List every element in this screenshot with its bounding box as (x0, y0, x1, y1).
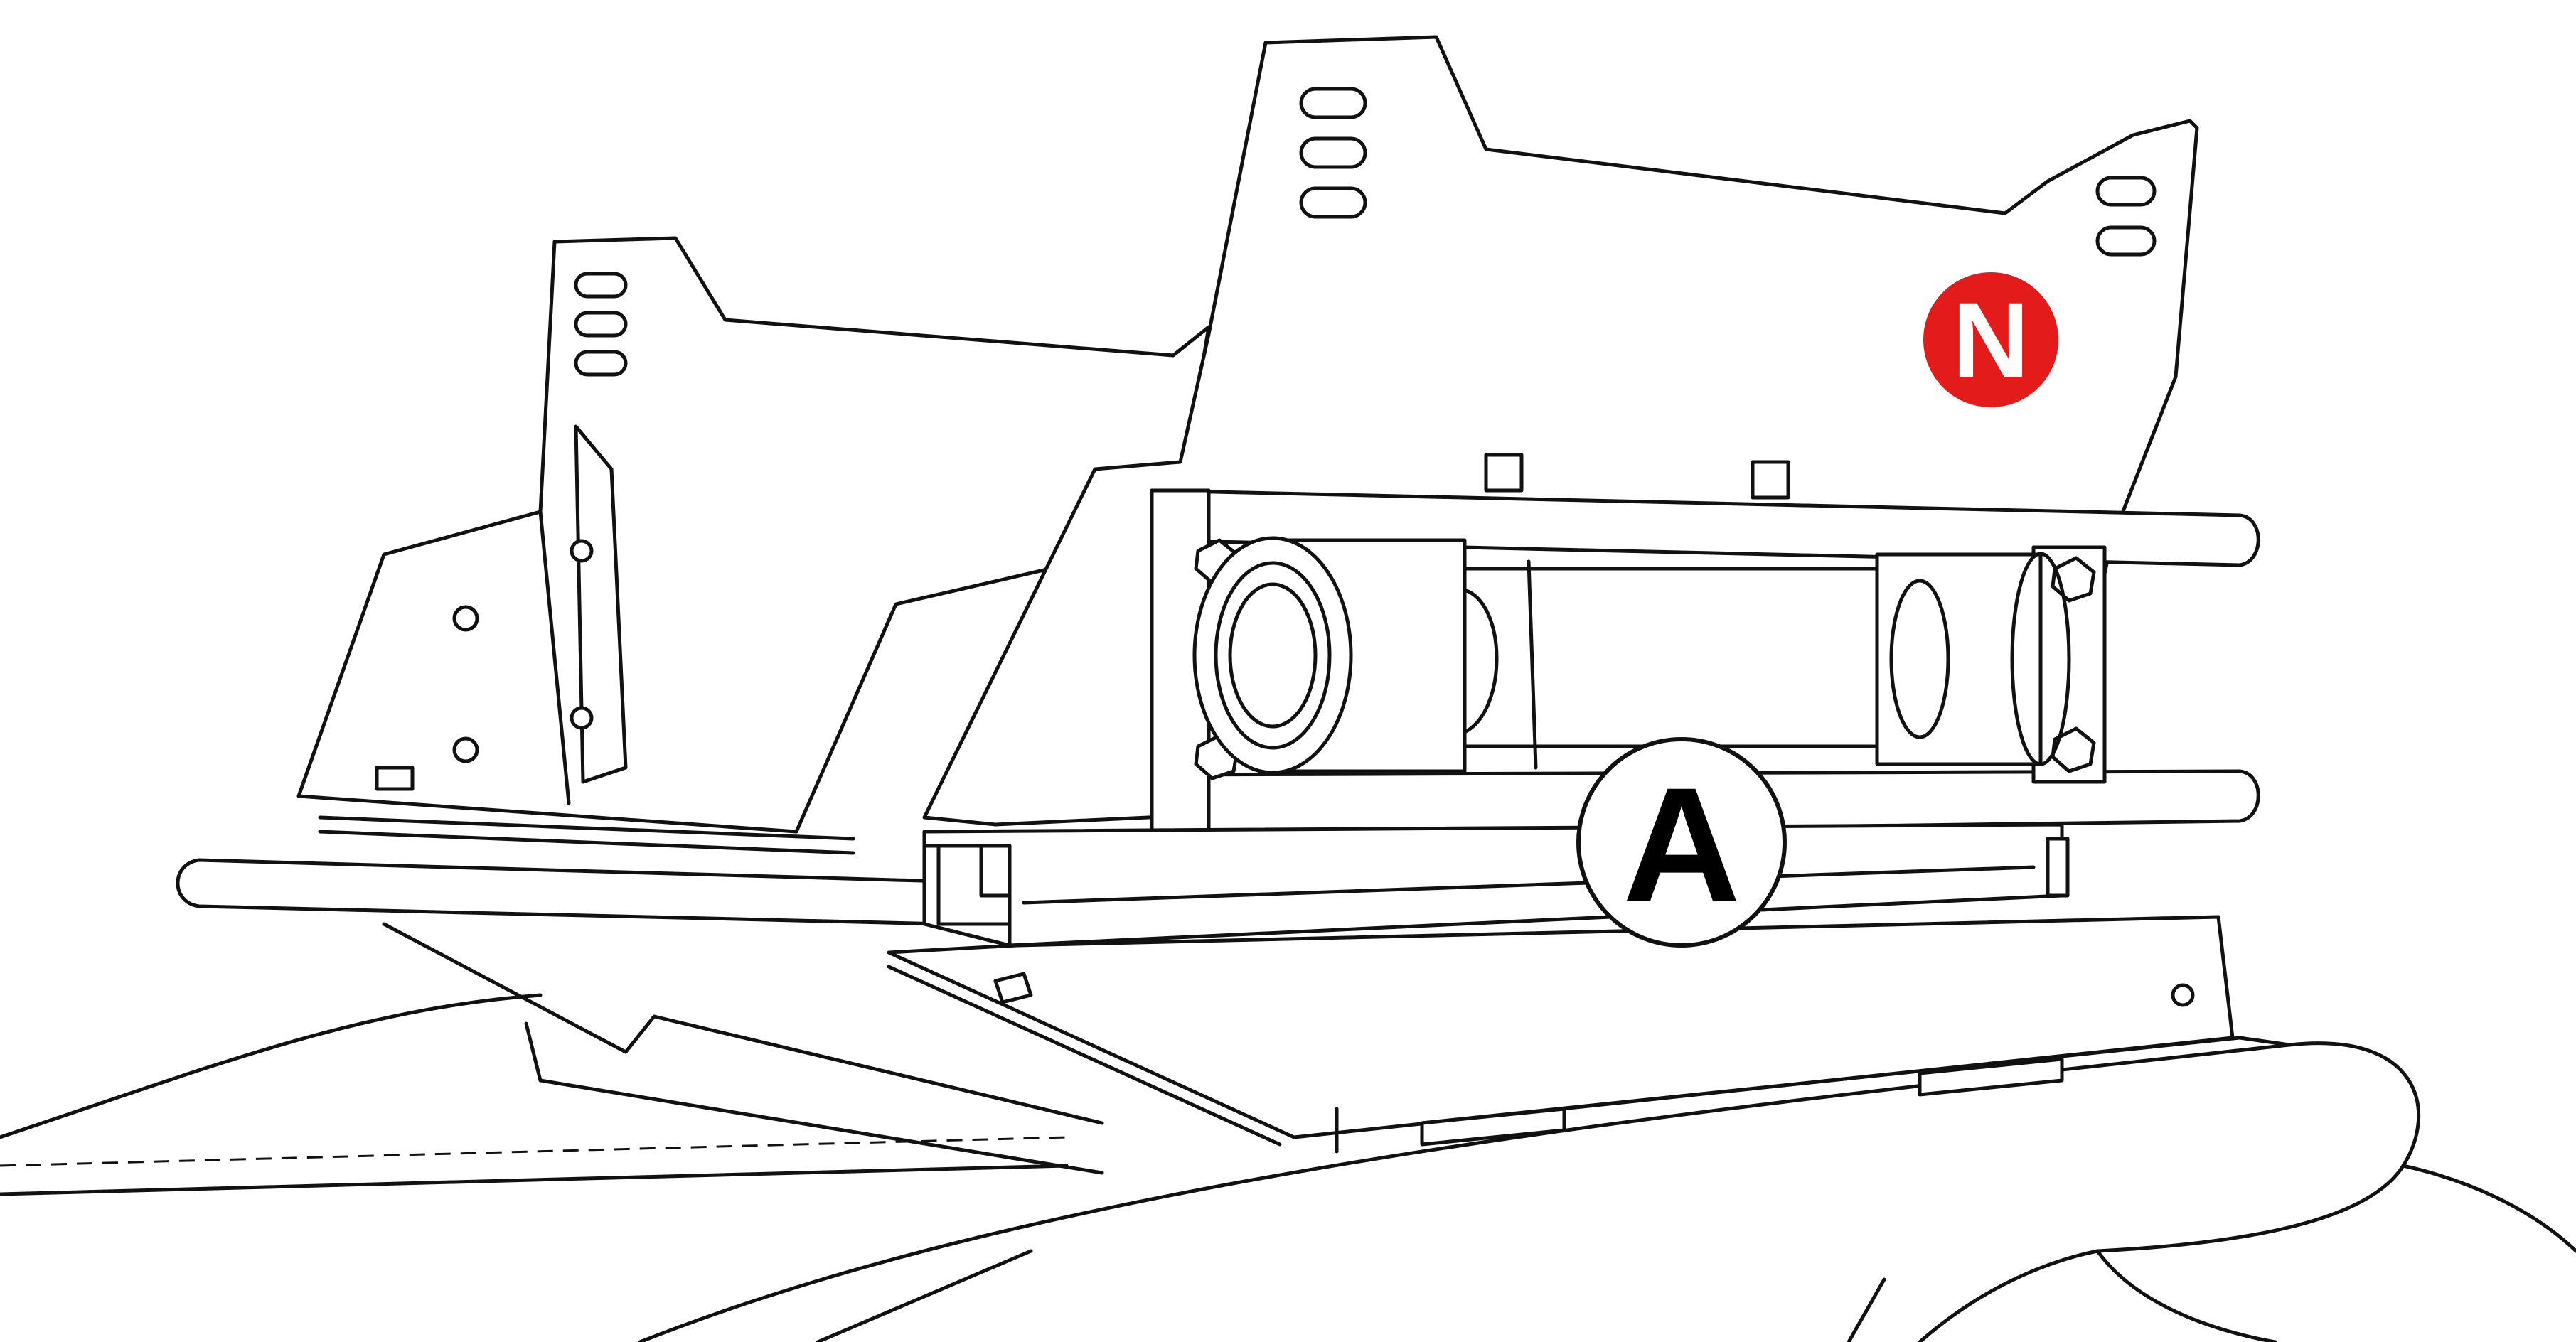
bearing-cylinder (1192, 536, 2071, 834)
upper-bolt-left (1484, 453, 1524, 493)
rail-end-stop (2046, 837, 2070, 898)
left-seat-bracket (296, 236, 1211, 834)
upper-bolt-right (1751, 460, 1790, 500)
left-plate-bolt-bottom (570, 706, 594, 730)
brand-logo-letter: N (1952, 280, 2029, 399)
brand-logo-icon: N (1923, 272, 2058, 407)
front-bracket-slot-5 (2095, 225, 2157, 257)
callout-a: A (1576, 737, 1787, 948)
left-bracket-slot-1 (574, 272, 628, 299)
front-bracket-slot-2 (1299, 136, 1367, 169)
left-bracket-slot-3 (574, 350, 628, 377)
left-bracket-slot-2 (574, 311, 628, 338)
callout-label: A (1623, 753, 1741, 936)
front-bracket-slot-3 (1299, 186, 1367, 219)
callout-circle (1576, 737, 1787, 948)
base-hole (2171, 983, 2195, 1007)
left-crossbar-tube (176, 815, 1104, 1175)
left-bracket-hole-1 (452, 605, 479, 632)
left-bracket-hole-2 (452, 736, 479, 763)
front-bracket-slot-4 (2095, 176, 2157, 207)
left-plate-bolt-top (570, 539, 594, 563)
vehicle-floor-surface (0, 993, 2576, 1342)
base-bolt (993, 972, 1033, 1004)
base-platform (887, 915, 2292, 1154)
front-bracket-slot-1 (1299, 87, 1367, 119)
bearing-left-face (1192, 536, 1353, 775)
